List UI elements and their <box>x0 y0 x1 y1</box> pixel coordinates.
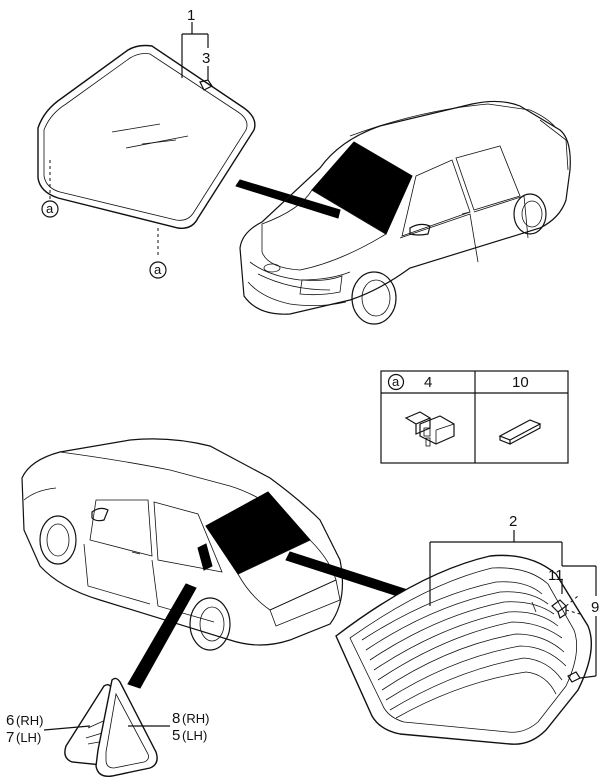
front-windshield <box>37 44 256 258</box>
callout-2: 2 <box>509 513 517 530</box>
reference-legend-table <box>380 370 569 464</box>
callout-1: 1 <box>187 7 195 24</box>
callout-5: 5 <box>172 727 180 744</box>
quarter-glass-frame <box>95 677 158 777</box>
ref-mark-label: a <box>46 201 54 216</box>
side-rh-label: (RH) <box>182 711 209 726</box>
leader-6-7 <box>43 725 91 731</box>
ref-mark-windshield-bottom: a <box>149 261 167 279</box>
legend-header-10: 10 <box>512 374 529 391</box>
legend-ref-mark: a <box>392 374 400 389</box>
callout-3: 3 <box>202 50 210 67</box>
callout-9: 9 <box>591 599 599 616</box>
front-pointer-wedge <box>235 179 341 219</box>
side-lh-label: (LH) <box>182 728 207 743</box>
car-rear-view <box>21 438 344 651</box>
callout-6: 6 <box>6 712 14 729</box>
callout-11: 11 <box>548 567 564 584</box>
clip-4-icon <box>404 411 455 447</box>
ref-mark-windshield-left: a <box>41 200 59 218</box>
rear-window-glass <box>335 554 593 745</box>
car-front-view <box>239 100 571 325</box>
side-lh-label: (LH) <box>16 730 41 745</box>
legend-header-4: 4 <box>424 374 432 391</box>
side-rh-label: (RH) <box>16 713 43 728</box>
strip-10-icon <box>498 419 542 445</box>
rear-callout-bracket <box>429 530 597 683</box>
ref-mark-label: a <box>154 262 162 277</box>
quarter-pointer-wedge <box>127 583 197 689</box>
callout-8: 8 <box>172 710 180 727</box>
front-callout-bracket <box>181 22 213 91</box>
rear-pointer-wedge <box>285 551 415 601</box>
callout-7: 7 <box>6 729 14 746</box>
